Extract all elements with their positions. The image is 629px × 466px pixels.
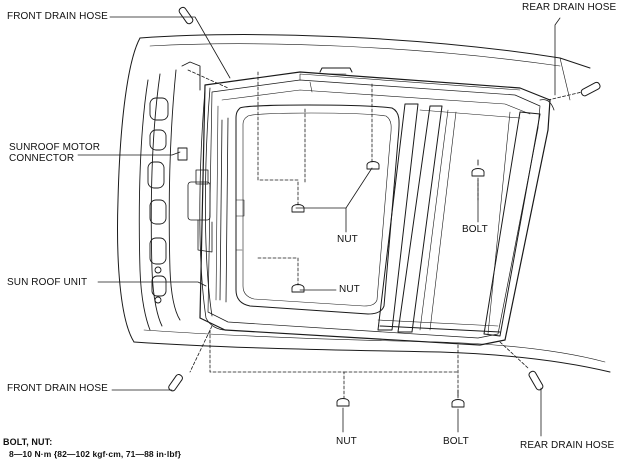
label-bolt-right: BOLT xyxy=(462,224,488,235)
label-nut-bottom: NUT xyxy=(336,436,357,447)
leader-lines xyxy=(77,16,561,437)
label-sunroof-motor-connector: SUNROOF MOTOR CONNECTOR xyxy=(9,142,100,164)
label-nut-upper: NUT xyxy=(337,234,358,245)
bolt-bottom xyxy=(451,389,465,408)
dashed-position-lines xyxy=(187,69,583,399)
label-rear-drain-hose-top: REAR DRAIN HOSE xyxy=(522,2,617,13)
label-front-drain-hose-top: FRONT DRAIN HOSE xyxy=(7,11,108,22)
nut-bottom xyxy=(336,398,350,407)
label-front-drain-hose-bottom: FRONT DRAIN HOSE xyxy=(7,383,108,394)
rear-rails xyxy=(299,67,541,337)
front-header-area xyxy=(138,61,201,331)
drain-hose-tubes xyxy=(199,87,555,331)
nut-upper-1 xyxy=(366,161,380,170)
sunroof-frame xyxy=(199,71,551,346)
left-guide-rail xyxy=(187,117,245,303)
label-nut-middle: NUT xyxy=(339,284,360,295)
label-sunroof-motor-line1: SUNROOF MOTOR xyxy=(9,142,101,153)
hose-stubs xyxy=(168,6,601,392)
motor-connector xyxy=(177,147,188,161)
label-bolt-bottom: BOLT xyxy=(443,436,469,447)
roof-panel xyxy=(117,34,611,373)
glass-opening xyxy=(235,104,400,315)
label-rear-drain-hose-bottom: REAR DRAIN HOSE xyxy=(520,440,615,451)
label-sun-roof-unit: SUN ROOF UNIT xyxy=(7,277,88,288)
label-sunroof-motor-line2: CONNECTOR xyxy=(9,153,75,164)
bolt-right xyxy=(471,159,485,177)
torque-spec-value: 8—10 N·m {82—102 kgf·cm, 71—88 in·lbf} xyxy=(9,449,181,459)
nut-middle xyxy=(291,284,305,293)
torque-spec-heading: BOLT, NUT: xyxy=(3,437,53,447)
